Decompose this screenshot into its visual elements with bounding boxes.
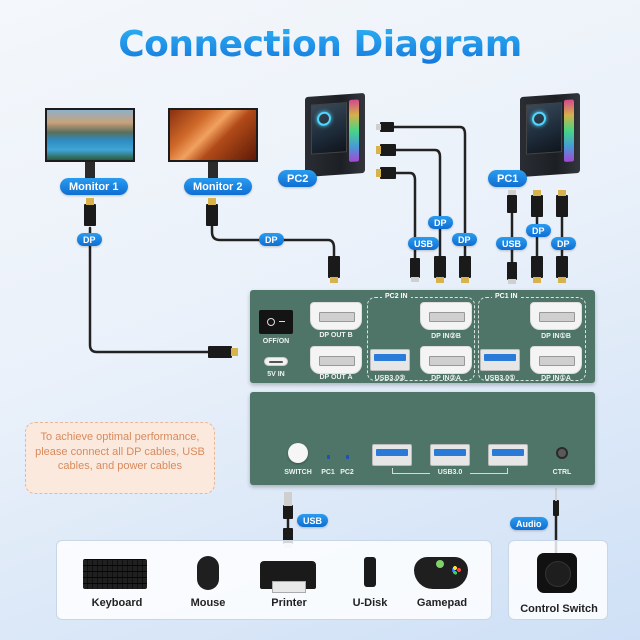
pc1-usb-port	[480, 349, 520, 371]
keyboard-icon	[83, 559, 147, 589]
pc2-label: PC2	[278, 170, 318, 187]
pc1-dp-in-b-port	[530, 302, 582, 330]
monitor-1-dp-label: DP	[77, 233, 102, 246]
pc1-usb-label: USB	[496, 237, 528, 250]
dp-out-b-label: DP OUT B	[319, 332, 353, 339]
pc2-tower	[305, 92, 365, 178]
pc2-led	[346, 455, 349, 459]
pc2-usb-label: USB	[408, 237, 440, 250]
monitor1-dp-cable	[88, 226, 214, 354]
pc2-dp-plug-bottom-2	[459, 256, 471, 278]
power-switch[interactable]	[259, 310, 293, 334]
device-label-gamepad: Gamepad	[416, 597, 468, 609]
pc1-dp-in-a-label: DP IN①A	[541, 375, 571, 382]
kvm-rear-panel: OFF/ON 5V IN DP OUT B DP OUT A PC2 IN DP…	[250, 290, 595, 383]
pc1-dp-plug-top-1	[531, 195, 543, 217]
monitor-1-screen	[45, 108, 135, 162]
dp-out-a-port	[310, 346, 362, 374]
5v-in-port	[264, 357, 288, 366]
5v-in-label: 5V IN	[267, 371, 285, 378]
gamepad-icon	[414, 557, 468, 589]
connection-note: To achieve optimal performance, please c…	[25, 422, 215, 494]
pc2-dp-in-a-port	[420, 346, 472, 374]
ctrl-jack	[556, 447, 568, 459]
ctrl-label: CTRL	[552, 469, 572, 476]
front-usb-port-2	[430, 444, 470, 466]
switch-label: SWITCH	[284, 469, 312, 476]
pc2-usb-plug-top	[380, 122, 394, 132]
pc1-tower	[520, 92, 580, 178]
pc2-usb-label-panel: USB3.0②	[374, 375, 406, 382]
monitor-2-label: Monitor 2	[184, 178, 252, 195]
pc2-dp-label-2: DP	[452, 233, 477, 246]
audio-plug	[553, 500, 559, 516]
pc1-led	[327, 455, 330, 459]
dp-out-b-port	[310, 302, 362, 330]
pc1-dp-plug-bottom-1	[531, 256, 543, 278]
pc2-in-group	[367, 297, 475, 381]
page-title: Connection Diagram	[0, 24, 640, 65]
dp-out-a-plug	[208, 346, 232, 358]
pc1-label: PC1	[488, 170, 528, 187]
mouse-icon	[197, 556, 219, 590]
pc2-dp-plug-top-2	[380, 167, 396, 179]
control-switch-icon	[537, 553, 577, 593]
pc1-dp-plug-top-2	[556, 195, 568, 217]
pc1-in-group	[478, 297, 586, 381]
pc2-dp-in-a-label: DP IN②A	[431, 375, 461, 382]
switch-button[interactable]	[288, 443, 308, 463]
pc2-dp-in-b-label: DP IN②B	[431, 333, 461, 340]
pc1-dp-label-2: DP	[551, 237, 576, 250]
pc1-dp-plug-bottom-2	[556, 256, 568, 278]
monitor-2-screen	[168, 108, 258, 162]
peripherals-card: Keyboard Mouse Printer U-Disk Gamepad	[56, 540, 492, 620]
pc2-usb-plug-bottom	[410, 258, 420, 278]
pc1-in-label: PC1 IN	[492, 293, 521, 300]
power-switch-label: OFF/ON	[262, 338, 290, 345]
pc1-dp-label-1: DP	[526, 224, 551, 237]
dp-out-a-label: DP OUT A	[319, 374, 353, 381]
pc2-led-label: PC2	[340, 469, 354, 476]
audio-label: Audio	[510, 517, 548, 530]
device-label-printer: Printer	[271, 597, 307, 609]
device-label-u-disk: U-Disk	[352, 597, 388, 609]
front-usb-port-1	[372, 444, 412, 466]
pc2-dp-label-1: DP	[428, 216, 453, 229]
pc2-dp-in-b-port	[420, 302, 472, 330]
pc2-dp-plug-bottom-1	[434, 256, 446, 278]
pc2-usb-port	[370, 349, 410, 371]
front-usb-port-3	[488, 444, 528, 466]
pc1-dp-in-a-port	[530, 346, 582, 374]
control-switch-card: Control Switch	[508, 540, 608, 620]
kvm-front-panel: SWITCH PC1 PC2 USB3.0 CTRL	[250, 392, 595, 485]
usb-hub-label: USB3.0	[430, 469, 470, 476]
monitor2-dp-plug	[206, 204, 218, 226]
monitor1-dp-plug	[84, 204, 96, 226]
u-disk-icon	[364, 557, 376, 587]
pc2-dp-plug-top-1	[380, 144, 396, 156]
control-switch-label: Control Switch	[520, 603, 598, 615]
monitor-1-label: Monitor 1	[60, 178, 128, 195]
pc1-usb-plug-top	[507, 195, 517, 213]
device-label-keyboard: Keyboard	[91, 597, 143, 609]
pc1-usb-label-panel: USB3.0①	[484, 375, 516, 382]
pc1-dp-in-b-label: DP IN①B	[541, 333, 571, 340]
printer-usb-plug-top	[283, 505, 293, 519]
peripheral-usb-label: USB	[297, 514, 329, 527]
monitor-2-dp-label: DP	[259, 233, 284, 246]
pc2-in-label: PC2 IN	[382, 293, 411, 300]
printer-icon	[260, 561, 316, 593]
pc1-usb-plug-bottom	[507, 262, 517, 280]
pc1-led-label: PC1	[321, 469, 335, 476]
dp-out-b-plug	[328, 256, 340, 278]
device-label-mouse: Mouse	[190, 597, 226, 609]
